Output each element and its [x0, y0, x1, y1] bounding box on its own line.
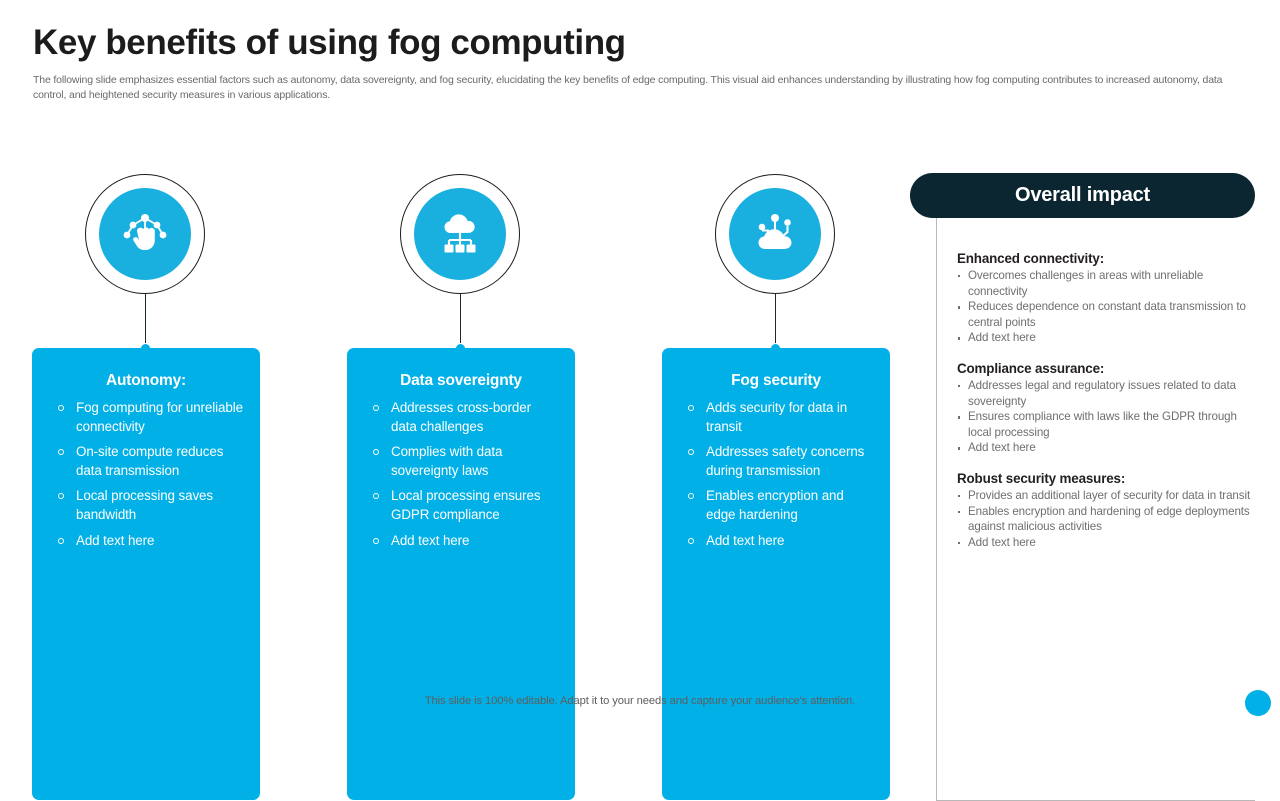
list-item: Fog computing for unreliable connectivit…	[48, 399, 244, 436]
list-item: On-site compute reduces data transmissio…	[48, 443, 244, 480]
benefit-card[interactable]: Autonomy: Fog computing for unreliable c…	[32, 348, 260, 800]
benefit-column-fog-security: Fog security Adds security for data in t…	[662, 172, 890, 800]
connector-line	[145, 294, 146, 348]
card-title: Fog security	[731, 372, 821, 389]
list-item: Local processing ensures GDPR compliance	[363, 487, 559, 524]
fist-network-icon	[99, 188, 191, 280]
card-bullet-list: Fog computing for unreliable connectivit…	[48, 399, 244, 550]
list-item: Provides an additional layer of security…	[957, 488, 1255, 504]
list-item: Addresses legal and regulatory issues re…	[957, 378, 1255, 409]
card-title: Data sovereignty	[400, 372, 522, 389]
list-item: Local processing saves bandwidth	[48, 487, 244, 524]
page-subtitle: The following slide emphasizes essential…	[33, 74, 1223, 101]
list-item: Add text here	[48, 532, 244, 551]
impact-group-enhanced-connectivity: Enhanced connectivity: Overcomes challen…	[957, 251, 1255, 346]
impact-group-compliance-assurance: Compliance assurance: Addresses legal an…	[957, 361, 1255, 456]
connector-line	[775, 294, 776, 348]
list-item: Addresses safety concerns during transmi…	[678, 443, 874, 480]
list-item: Reduces dependence on constant data tran…	[957, 299, 1255, 330]
list-item: Ensures compliance with laws like the GD…	[957, 409, 1255, 440]
impact-group-title: Compliance assurance:	[957, 360, 1105, 376]
corner-accent-dot	[1245, 690, 1271, 716]
icon-badge-autonomy	[32, 172, 260, 300]
icon-outer-ring	[400, 174, 520, 294]
icon-badge-data-sovereignty	[347, 172, 575, 300]
benefit-column-autonomy: Autonomy: Fog computing for unreliable c…	[32, 172, 260, 800]
list-item: Enables encryption and hardening of edge…	[957, 504, 1255, 535]
list-item: Add text here	[957, 330, 1255, 346]
card-bullet-list: Adds security for data in transit Addres…	[678, 399, 874, 550]
icon-outer-ring	[715, 174, 835, 294]
cloud-nodes-icon	[414, 188, 506, 280]
list-item: Adds security for data in transit	[678, 399, 874, 436]
overall-impact-body: Enhanced connectivity: Overcomes challen…	[936, 215, 1255, 801]
icon-outer-ring	[85, 174, 205, 294]
overall-impact-header: Overall impact	[910, 173, 1255, 218]
impact-bullet-list: Overcomes challenges in areas with unrel…	[957, 268, 1255, 346]
list-item: Add text here	[678, 532, 874, 551]
card-title: Autonomy:	[106, 372, 186, 389]
impact-bullet-list: Provides an additional layer of security…	[957, 488, 1255, 550]
list-item: Add text here	[363, 532, 559, 551]
benefit-card[interactable]: Fog security Adds security for data in t…	[662, 348, 890, 800]
card-bullet-list: Addresses cross-border data challenges C…	[363, 399, 559, 550]
page-title: Key benefits of using fog computing	[33, 23, 626, 62]
impact-group-robust-security-measures: Robust security measures: Provides an ad…	[957, 471, 1255, 550]
footer-note: This slide is 100% editable. Adapt it to…	[424, 695, 856, 707]
list-item: Add text here	[957, 440, 1255, 456]
icon-badge-fog-security	[662, 172, 890, 300]
impact-group-title: Enhanced connectivity:	[957, 251, 1105, 266]
overall-impact-panel: Enhanced connectivity: Overcomes challen…	[910, 173, 1255, 801]
connector-line	[460, 294, 461, 348]
list-item: Addresses cross-border data challenges	[363, 399, 559, 436]
fog-antenna-icon	[729, 188, 821, 280]
overall-impact-heading: Overall impact	[1014, 184, 1151, 206]
benefit-card[interactable]: Data sovereignty Addresses cross-border …	[347, 348, 575, 800]
list-item: Add text here	[957, 535, 1255, 551]
impact-group-title: Robust security measures:	[957, 470, 1126, 486]
benefit-column-data-sovereignty: Data sovereignty Addresses cross-border …	[347, 172, 575, 800]
list-item: Overcomes challenges in areas with unrel…	[957, 268, 1255, 299]
list-item: Complies with data sovereignty laws	[363, 443, 559, 480]
list-item: Enables encryption and edge hardening	[678, 487, 874, 524]
impact-bullet-list: Addresses legal and regulatory issues re…	[957, 378, 1255, 456]
